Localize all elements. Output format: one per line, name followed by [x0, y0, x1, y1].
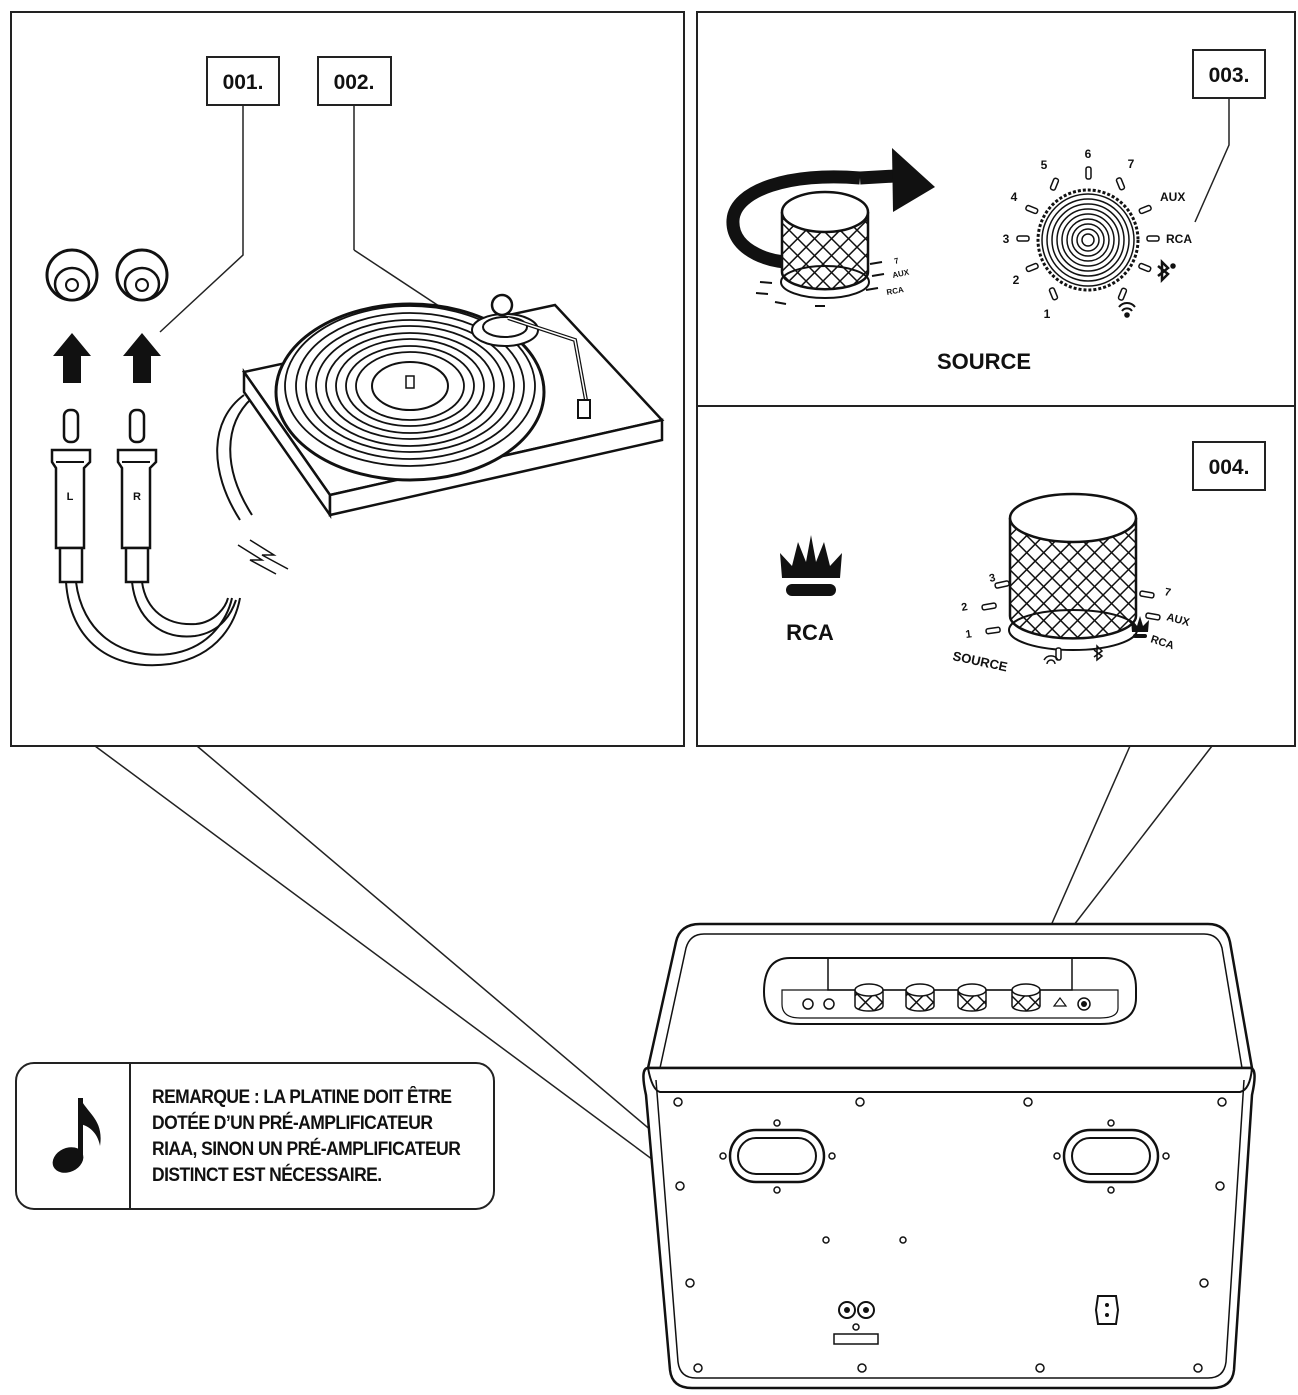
dial-aux-label: AUX — [1160, 190, 1185, 204]
plug-left-label: L — [67, 491, 74, 503]
dial-number-2: 2 — [1013, 273, 1020, 287]
crown-icon — [780, 535, 842, 596]
step-004-text: 004. — [1209, 456, 1250, 479]
note-line-1: REMARQUE : LA PLATINE DOIT ÊTRE — [152, 1087, 452, 1108]
rotate-arrow-icon — [726, 148, 935, 269]
note-line-3: RIAA, SINON UN PRÉ-AMPLIFICATEUR — [152, 1139, 461, 1160]
step-001-label: 001. — [206, 56, 280, 106]
rca-jack-left-icon — [45, 248, 99, 302]
note-line-2: DOTÉE D’UN PRÉ-AMPLIFICATEUR — [152, 1113, 433, 1134]
step-002-label: 002. — [317, 56, 392, 106]
step-001-text: 001. — [223, 71, 264, 94]
dial-rca-label: RCA — [1166, 232, 1192, 246]
p4-dial-aux-label: AUX — [1165, 611, 1191, 629]
cable-break-mark — [237, 539, 289, 575]
rca-plug-left-icon — [50, 408, 92, 584]
p4-dial-number-3: 3 — [988, 572, 996, 585]
rca-plug-right-icon — [116, 408, 158, 584]
speaker-icon — [642, 922, 1256, 1390]
rca-jack-right-icon — [115, 248, 169, 302]
panel-turntable — [10, 11, 685, 747]
p4-dial-number-2: 2 — [960, 601, 968, 614]
p4-source-label: SOURCE — [951, 648, 1009, 674]
crown-small-icon — [1131, 616, 1149, 638]
svg-text:7: 7 — [893, 256, 900, 266]
dial-number-3: 3 — [1003, 232, 1010, 246]
leader-line-003 — [1194, 98, 1230, 223]
dial-number-7: 7 — [1128, 157, 1135, 171]
panel-source-dial — [696, 11, 1296, 747]
leader-line-002b — [353, 249, 449, 313]
source-label: SOURCE — [937, 349, 1031, 374]
source-knob-small-icon: 7 AUX RCA — [755, 190, 911, 307]
rca-selected-label: RCA — [786, 620, 834, 645]
p4-dial-number-7: 7 — [1163, 586, 1171, 599]
step-002-text: 002. — [334, 71, 375, 94]
svg-text:AUX: AUX — [892, 268, 911, 280]
arrow-up-icon — [53, 333, 91, 383]
rca-cable — [65, 581, 241, 667]
note-text: REMARQUE : LA PLATINE DOIT ÊTRE DOTÉE D’… — [152, 1085, 465, 1189]
p4-dial-number-1: 1 — [965, 628, 973, 641]
music-note-icon — [52, 1098, 101, 1173]
step-004-label: 004. — [1192, 441, 1266, 491]
bluetooth-icon — [1157, 258, 1176, 284]
p4-dial-rca-label: RCA — [1149, 633, 1175, 652]
note-line-4: DISTINCT EST NÉCESSAIRE. — [152, 1165, 382, 1186]
source-knob-large-icon — [981, 492, 1161, 665]
plug-right-label: R — [133, 491, 141, 503]
dial-number-5: 5 — [1041, 158, 1048, 172]
svg-text:RCA: RCA — [886, 285, 905, 297]
source-dial-icon — [1016, 166, 1160, 301]
dial-number-1: 1 — [1044, 307, 1051, 321]
dial-number-6: 6 — [1085, 147, 1092, 161]
dial-number-4: 4 — [1011, 190, 1018, 204]
note-box — [15, 1062, 495, 1210]
leader-line-001 — [159, 105, 244, 333]
arrow-up-icon — [123, 333, 161, 383]
step-003-label: 003. — [1192, 49, 1266, 99]
turntable-cable — [216, 394, 253, 521]
wifi-icon — [1118, 302, 1136, 318]
turntable-icon — [241, 293, 665, 519]
step-003-text: 003. — [1209, 64, 1250, 87]
